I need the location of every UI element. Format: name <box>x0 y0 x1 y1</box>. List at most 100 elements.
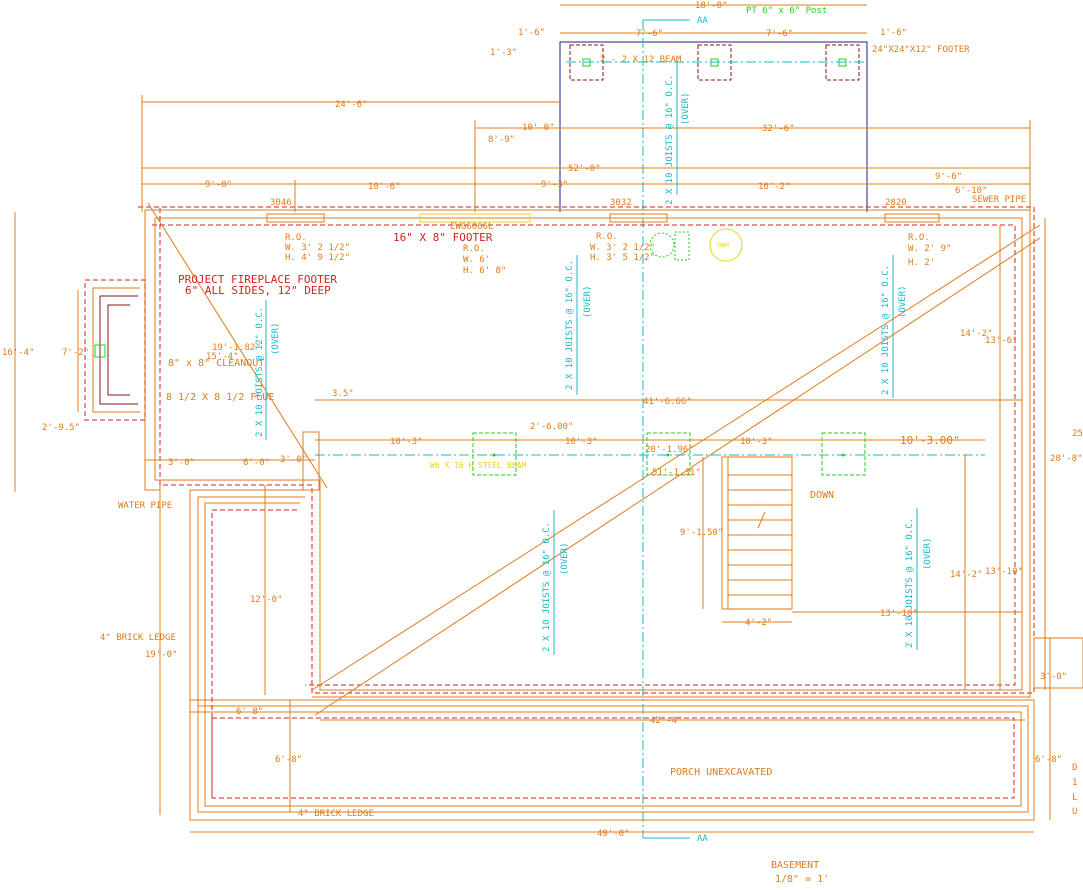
section-aa-top: AA <box>697 16 708 26</box>
dim-42-4: 42'-4" <box>650 716 683 726</box>
dim-7-6-right: 7'-6" <box>766 29 793 39</box>
edge-text-3: L <box>1072 793 1077 803</box>
dim-41-6-66: 41'-6.66" <box>643 397 692 407</box>
dim-9-6: 9'-6" <box>935 172 962 182</box>
dim-25: 25 <box>1072 429 1083 439</box>
drawing-title: BASEMENT <box>771 860 819 871</box>
dim-51-1-31: 51'-1.31" <box>652 468 701 478</box>
beam-posts <box>492 453 845 457</box>
edge-text-4: U <box>1072 807 1077 817</box>
note-porch: PORCH UNEXCAVATED <box>670 767 772 778</box>
dim-14-2-b: 14'-2" <box>950 570 983 580</box>
joist-note-4: 2 X 10 JOISTS @ 16" O.C. <box>542 522 552 652</box>
dim-1-3: 1'-3" <box>490 48 517 58</box>
dim-28-8: 28'-8" <box>1050 454 1083 464</box>
fireplace <box>84 279 146 421</box>
note-water-pipe: WATER PIPE <box>118 501 172 511</box>
dim-13-10-a: 13'-10" <box>880 609 918 619</box>
dim-49-0: 49'-0" <box>597 829 630 839</box>
door-ro: R.O. <box>463 244 485 254</box>
dim-3-0-b: 3'-0" <box>280 455 307 465</box>
edge-text-1: D <box>1072 763 1077 773</box>
joist-note-5: 2 X 10 JOISTS @ 16" O.C. <box>905 518 915 648</box>
dim-20-1-96: 20'-1.96" <box>645 445 694 455</box>
note-brick-ledge-bottom: 4" BRICK LEDGE <box>298 809 374 819</box>
edge-text-2: 1 <box>1072 778 1077 788</box>
w2-w: W. 3' 2 1/2" <box>590 243 655 253</box>
section-aa-bottom: AA <box>697 834 708 844</box>
note-fireplace-1: PROJECT FIREPLACE FOOTER <box>178 273 337 286</box>
note-flue: 8 1/2 X 8 1/2 FLUE <box>166 392 274 403</box>
dim-10-3-b: 10'-3" <box>565 437 598 447</box>
window-2820: 2820 <box>885 198 907 208</box>
w1-h: H. 4' 9 1/2" <box>285 253 350 263</box>
dim-9-3: 9'-3" <box>541 180 568 190</box>
dim-15-4: 15'-4" <box>206 352 239 362</box>
note-dwh: DWH <box>718 242 729 249</box>
dim-16-4: 16'-4" <box>2 348 35 358</box>
note-sewer: SEWER PIPE <box>972 195 1026 205</box>
porch-walls <box>189 489 1035 821</box>
dim-2-6-00: 2'-6.00" <box>530 422 573 432</box>
dim-3-0-a: 3'-0" <box>168 458 195 468</box>
joist-bars <box>265 60 918 655</box>
dim-3-0-c: 3'-0" <box>1040 672 1067 682</box>
right-bump <box>1033 637 1083 689</box>
note-post: PT 6" x 6" Post <box>746 6 827 16</box>
window-3046: 3046 <box>270 198 292 208</box>
note-cleanout: 8" x 8" CLEANOUT <box>168 358 264 369</box>
w2-ro: R.O. <box>596 232 618 242</box>
w3-h: H. 2' <box>908 258 935 268</box>
water-heater <box>709 228 743 262</box>
dim-18-0: 18'-0" <box>695 1 728 11</box>
joist-note-5b: (OVER) <box>923 537 933 570</box>
joist-note-4b: (OVER) <box>560 542 570 575</box>
dim-12-0: 12'-0" <box>250 595 283 605</box>
joist-note-3: 2 X 10 JOISTS @ 16" O.C. <box>881 265 891 395</box>
dim-10-0: 10'-0" <box>522 123 555 133</box>
stairs <box>721 456 793 610</box>
dim-16-2: 16'-2" <box>758 182 791 192</box>
dim-4-2: 4'-2" <box>745 618 772 628</box>
dim-1-6-left: 1'-6" <box>518 28 545 38</box>
w1-ro: R.O. <box>285 233 307 243</box>
note-footer-top: 24"X24"X12" FOOTER <box>872 45 970 55</box>
joist-note-top-1b: (OVER) <box>681 92 691 125</box>
joist-note-2b: (OVER) <box>583 285 593 318</box>
door-h: H. 6' 8" <box>463 266 506 276</box>
diagonal-lines <box>147 202 1041 716</box>
joist-note-6: 2 X 10 JOISTS @ 12" O.C. <box>255 307 265 437</box>
dim-19-0: 19'-0" <box>145 650 178 660</box>
dim-8-9: 8'-9" <box>488 135 515 145</box>
dim-10-3-00: 10'-3.00" <box>900 434 960 447</box>
dim-6-8-a: 6'-8" <box>236 707 263 717</box>
w3-ro: R.O. <box>908 233 930 243</box>
joist-note-2: 2 X 10 JOISTS @ 16" O.C. <box>565 260 575 390</box>
door-w: W. 6' <box>463 255 490 265</box>
dim-10-3-a: 10'-3" <box>390 437 423 447</box>
dim-13-10-b: 13'-10" <box>985 567 1023 577</box>
dim-32-6: 32'-6" <box>762 124 795 134</box>
dim-10-6: 10'-6" <box>368 182 401 192</box>
dimension-lines <box>14 4 1051 833</box>
dim-52-0: 52'-0" <box>568 164 601 174</box>
dim-3-5: 3.5" <box>332 389 354 399</box>
note-ewg: EWG6066L <box>450 222 493 232</box>
drawing-scale: 1/8" = 1' <box>775 874 829 885</box>
porch-footing <box>211 509 1015 799</box>
joist-note-3b: (OVER) <box>898 285 908 318</box>
dim-6-8-c: 6'-8" <box>1035 755 1062 765</box>
dim-7-6-left: 7'-6" <box>636 29 663 39</box>
dim-24-6: 24'-6" <box>335 100 368 110</box>
note-beam-top: 2 - 2 X 12 BEAM <box>600 55 682 65</box>
joist-note-6b: (OVER) <box>271 322 281 355</box>
windows <box>266 213 940 223</box>
window-3032: 3032 <box>610 198 632 208</box>
note-brick-ledge-left: 4" BRICK LEDGE <box>100 633 176 643</box>
note-steel-beam: W6 X 16 H STEEL BEAM <box>430 461 527 470</box>
dim-1-6-right: 1'-6" <box>880 28 907 38</box>
dim-6-10: 6'-10" <box>955 186 988 196</box>
dim-19-1-82: 19'-1.82" <box>212 343 261 353</box>
w2-h: H. 3' 5 1/2" <box>590 253 655 263</box>
